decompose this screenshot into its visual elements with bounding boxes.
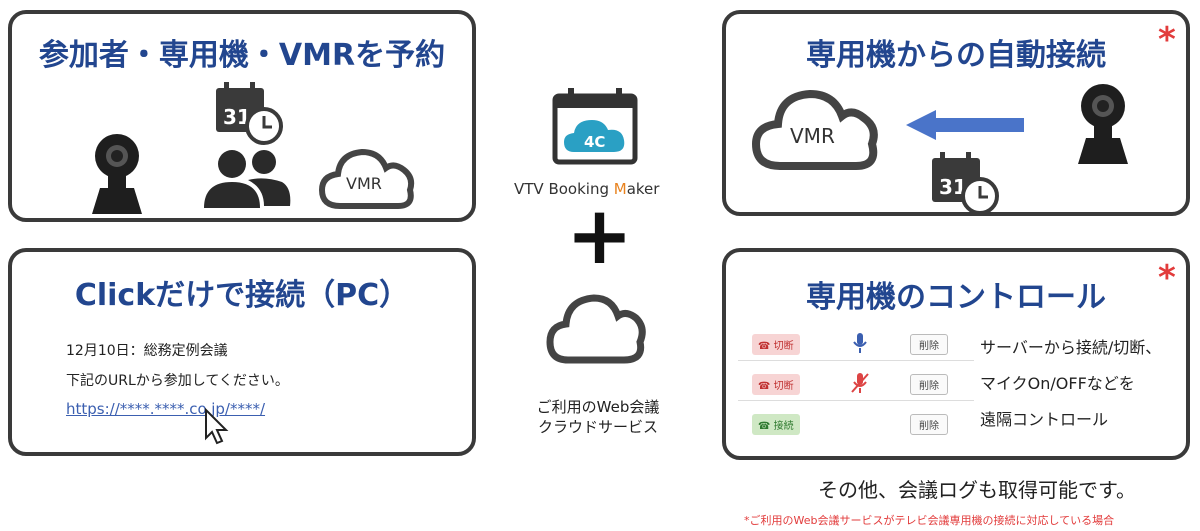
panel-auto-title: 専用機からの自動接続 <box>806 38 1106 73</box>
panel-reserve-title: 参加者・専用機・VMRを予約 <box>38 38 446 73</box>
plus-sign: + <box>566 189 634 282</box>
cloud-service-label-1: ご利用のWeb会議 <box>536 398 660 416</box>
disconnect-button[interactable]: ☎ 切断 <box>752 374 800 395</box>
row-divider <box>738 400 974 401</box>
panel-control-title: 専用機のコントロール <box>806 280 1106 315</box>
webcam-icon <box>1078 84 1128 164</box>
vmr-cloud-icon <box>318 148 415 209</box>
panel-control: 専用機のコントロール * ☎ 切断 削除 ☎ 切断 削除 ☎ 接続 削除 サーバ… <box>722 248 1190 460</box>
calendar-clock-icon: 31 <box>216 82 283 145</box>
arrow-left-icon <box>906 110 1024 140</box>
webcam-icon <box>92 134 142 214</box>
calendar-clock-icon: 31 <box>932 152 999 215</box>
invite-instruction: 下記のURLから参加してください。 <box>66 373 289 389</box>
logo-text: 4C <box>584 133 606 151</box>
footer-other-note: その他、会議ログも取得可能です。 <box>818 478 1136 502</box>
row-divider <box>738 360 974 361</box>
vmr-label: VMR <box>346 174 382 193</box>
footnote-star: * <box>1158 258 1176 298</box>
meeting-url-link[interactable]: https://****.****.co.jp/****/ <box>66 400 266 418</box>
mic-icon[interactable] <box>852 332 868 354</box>
delete-button[interactable]: 削除 <box>910 374 948 395</box>
panel-auto-connect: 専用機からの自動接続 * VMR 31 <box>722 10 1190 216</box>
invite-date-line: 12月10日：総務定例会議 <box>66 343 228 359</box>
connect-button[interactable]: ☎ 接続 <box>752 414 800 435</box>
control-desc-2: マイクOn/OFFなどを <box>980 374 1135 393</box>
cloud-service-icon <box>546 294 646 364</box>
users-icon <box>204 150 291 208</box>
control-desc-1: サーバーから接続/切断、 <box>980 338 1162 357</box>
brand-name: VTV Booking Maker <box>514 180 660 198</box>
delete-button[interactable]: 削除 <box>910 414 948 435</box>
panel-reserve: 参加者・専用機・VMRを予約 31 VMR <box>8 10 476 222</box>
panel-click-title: Clickだけで接続（PC） <box>74 278 410 313</box>
cursor-icon <box>205 408 229 445</box>
disconnect-button[interactable]: ☎ 切断 <box>752 334 800 355</box>
cloud-service-label-2: クラウドサービス <box>537 418 658 436</box>
vtv-booking-maker-logo <box>552 88 638 165</box>
footnote-star: * <box>1158 20 1176 60</box>
panel-click-connect: Clickだけで接続（PC） 12月10日：総務定例会議 下記のURLから参加し… <box>8 248 476 456</box>
vmr-label: VMR <box>790 124 835 148</box>
delete-button[interactable]: 削除 <box>910 334 948 355</box>
mic-muted-icon[interactable] <box>850 372 870 394</box>
vmr-cloud-icon <box>752 89 878 170</box>
control-desc-3: 遠隔コントロール <box>980 410 1109 429</box>
footnote-text: *ご利用のWeb会議サービスがテレビ会議専用機の接続に対応している場合 <box>744 514 1115 527</box>
